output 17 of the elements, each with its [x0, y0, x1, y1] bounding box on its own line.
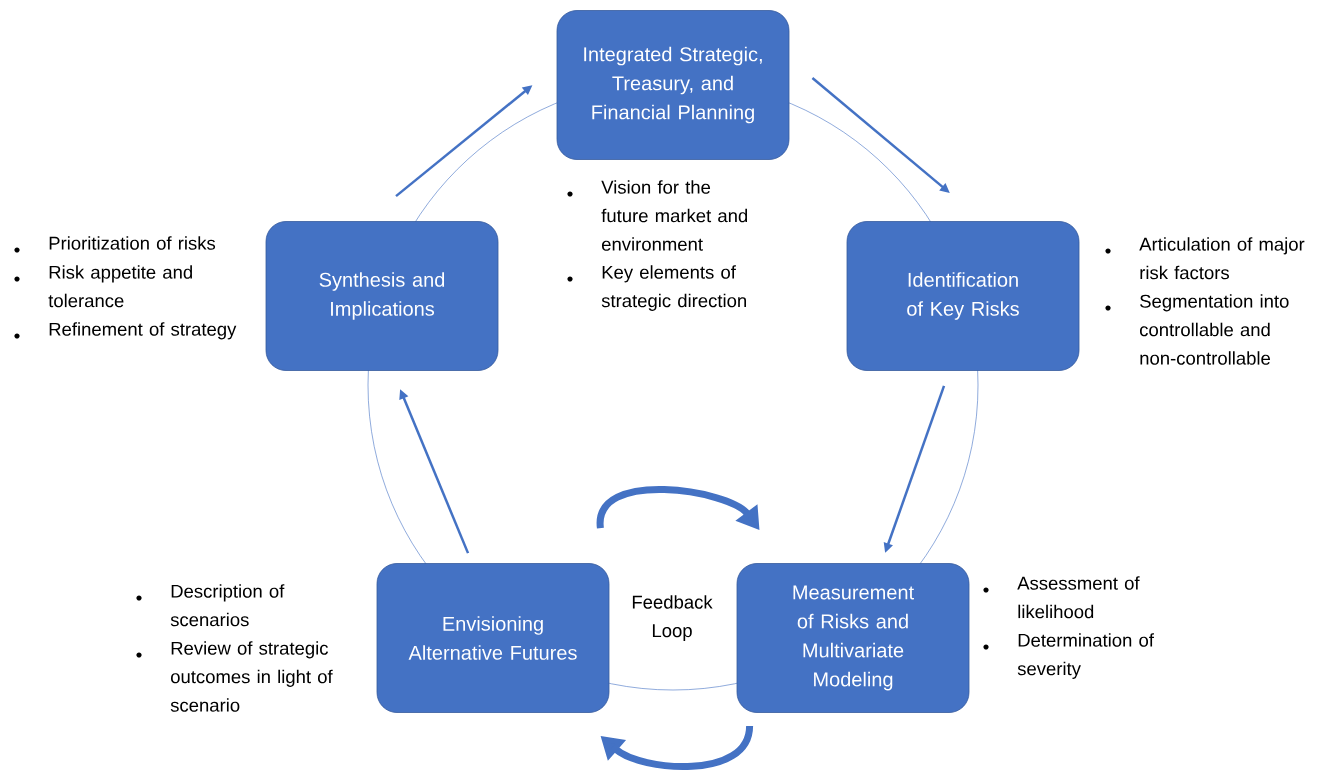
- process-box: Integrated Strategic, Treasury, and Financial Planning: [556, 10, 790, 160]
- process-box: Synthesis and Implications: [265, 221, 499, 371]
- bullet-item: Prioritization of risks: [14, 236, 216, 253]
- process-box: Envisioning Alternative Futures: [376, 563, 610, 713]
- bullet-item: Refinement of strategy: [14, 322, 237, 340]
- bullet-item: Key elements of strategic direction: [567, 265, 746, 311]
- bullet-item: Description of scenarios: [136, 584, 285, 627]
- bullet-item: Review of strategic outcomes in light of scenario: [136, 641, 333, 712]
- process-box: Identification of Key Risks: [846, 221, 1080, 371]
- loop-label: Feedback Loop: [632, 595, 713, 641]
- process-box: Measurement of Risks and Multivariate Modeling: [736, 563, 970, 713]
- bullet-item: Determination of severity: [983, 633, 1154, 679]
- bullet-item: Assessment of likelihood: [983, 576, 1140, 619]
- bullet-item: Vision for the future market and environment: [567, 180, 748, 251]
- bullet-item: Articulation of major risk factors: [1105, 237, 1305, 280]
- bullet-item: Segmentation into controllable and non-controllable: [1105, 294, 1289, 365]
- bullet-item: Risk appetite and tolerance: [14, 265, 192, 308]
